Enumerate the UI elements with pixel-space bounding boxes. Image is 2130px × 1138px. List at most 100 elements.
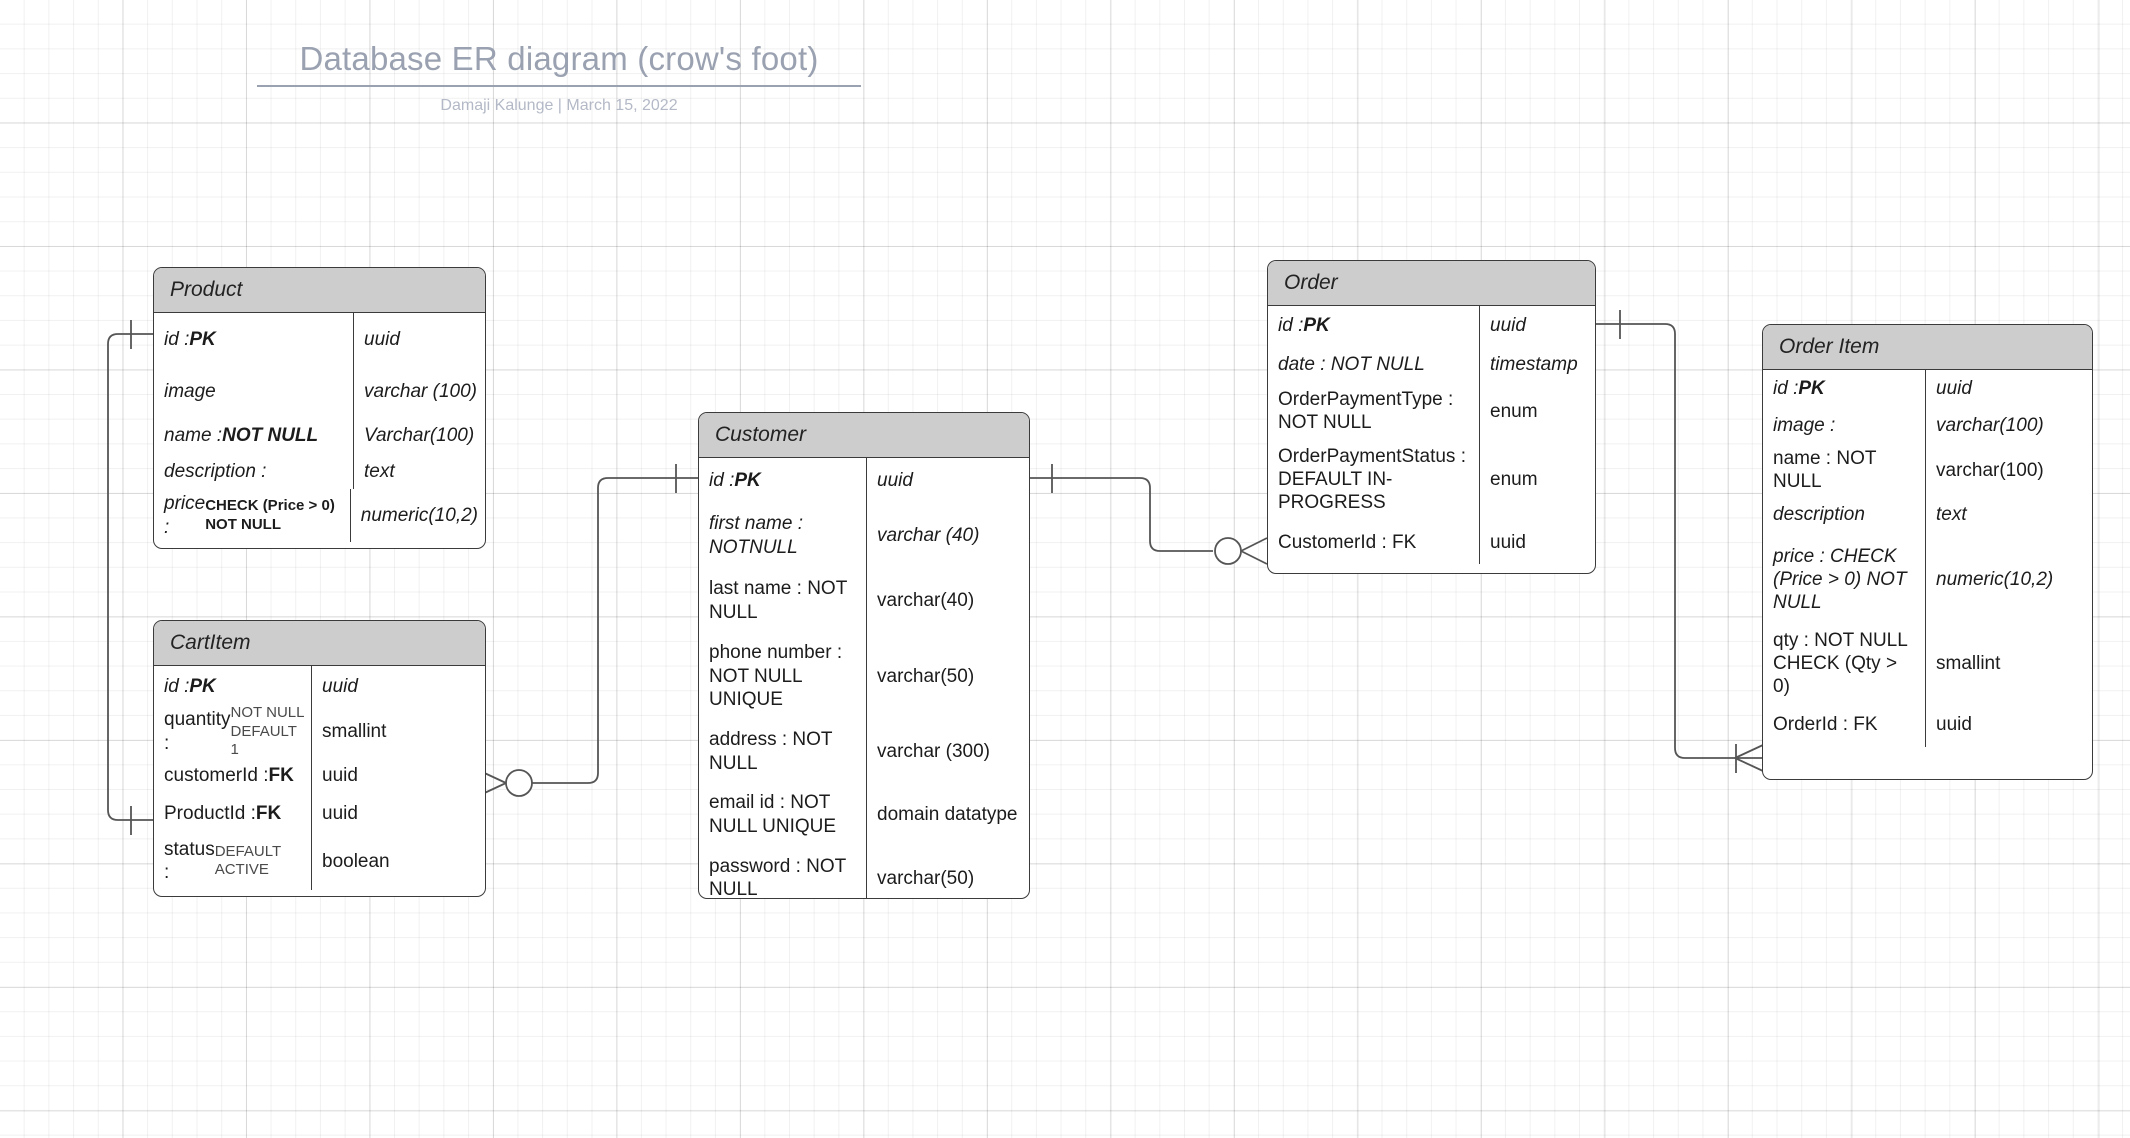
attr-label: qty : NOT NULL CHECK (Qty > 0)	[1763, 626, 1926, 702]
attr-constraint: PK	[189, 676, 216, 698]
attr-constraint: PK	[1303, 315, 1330, 337]
attr-label: email id : NOT NULL UNIQUE	[699, 783, 867, 847]
attr-label: name :	[164, 424, 223, 446]
attr-label: last name : NOT NULL	[699, 569, 867, 633]
entity-order[interactable]: Order id : PK uuid date : NOT NULL times…	[1267, 260, 1596, 574]
attr-type: text	[364, 460, 395, 482]
attr-row[interactable]: image : varchar(100)	[1763, 407, 2092, 445]
attr-constraint: NOT NULL DEFAULT 1	[230, 704, 304, 758]
attr-row[interactable]: address : NOT NULL varchar (300)	[699, 720, 1029, 784]
page-title: Database ER diagram (crow's foot)	[299, 40, 819, 77]
attr-row[interactable]: OrderPaymentStatus : DEFAULT IN-PROGRESS…	[1268, 439, 1595, 521]
attr-row[interactable]: price : CHECK (Price > 0) NOT NULL numer…	[154, 489, 485, 543]
attr-type: enum	[1490, 469, 1538, 491]
attr-type: enum	[1490, 400, 1538, 422]
entity-product-title: Product	[154, 268, 485, 314]
attr-type: uuid	[322, 676, 358, 698]
attr-row[interactable]: status : DEFAULT ACTIVE boolean	[154, 832, 485, 891]
attr-constraint: PK	[189, 328, 216, 350]
entity-product[interactable]: Product id : PK uuid image varchar (100)…	[153, 267, 486, 549]
attr-label: first name : NOTNULL	[699, 502, 867, 570]
attr-type: timestamp	[1490, 353, 1578, 375]
attr-row[interactable]: price : CHECK (Price > 0) NOT NULL numer…	[1763, 533, 2092, 627]
attr-type: uuid	[364, 328, 400, 350]
attr-constraint: FK	[268, 764, 294, 786]
entity-cartitem-attributes: id : PK uuid quantity : NOT NULL DEFAULT…	[154, 666, 485, 891]
attr-label: id :	[1773, 378, 1799, 400]
attr-constraint: NOT NULL	[222, 424, 319, 446]
attr-constraint: CHECK (Price > 0) NOT NULL	[205, 497, 335, 533]
attr-type: uuid	[877, 469, 913, 491]
attr-row[interactable]: last name : NOT NULL varchar(40)	[699, 569, 1029, 633]
attr-row[interactable]: OrderPaymentType : NOT NULL enum	[1268, 383, 1595, 440]
attr-row[interactable]: customerId : FK uuid	[154, 756, 485, 795]
attr-type: numeric(10,2)	[360, 505, 478, 527]
attr-row[interactable]: image varchar (100)	[154, 365, 485, 418]
attr-constraint: PK	[734, 469, 761, 491]
attr-label: price : CHECK (Price > 0) NOT NULL	[1773, 545, 1907, 614]
entity-orderitem-attributes: id : PK uuid image : varchar(100) name :…	[1763, 370, 2092, 748]
attr-label: name : NOT NULL	[1763, 444, 1926, 497]
attr-row[interactable]: id : PK uuid	[699, 458, 1029, 503]
attr-type: smallint	[1936, 653, 2001, 675]
entity-customer[interactable]: Customer id : PK uuid first name : NOTNU…	[698, 412, 1030, 899]
attr-type: uuid	[322, 802, 358, 824]
attr-type: uuid	[1936, 378, 1972, 400]
attr-label: id :	[1278, 315, 1304, 337]
attr-row[interactable]: description : text	[154, 453, 485, 490]
attr-constraint: DEFAULT ACTIVE	[214, 842, 281, 879]
attr-row[interactable]: quantity : NOT NULL DEFAULT 1 smallint	[154, 704, 485, 758]
attr-type: smallint	[322, 721, 387, 743]
attr-type: uuid	[1490, 531, 1526, 553]
attr-label: phone number : NOT NULL UNIQUE	[699, 632, 867, 721]
entity-orderitem[interactable]: Order Item id : PK uuid image : varchar(…	[1762, 324, 2093, 780]
attr-type: numeric(10,2)	[1936, 569, 2054, 591]
entity-cartitem-title: CartItem	[154, 621, 485, 667]
attr-label: quantity :	[164, 709, 231, 754]
attr-label: image :	[1763, 407, 1926, 445]
attr-row[interactable]: first name : NOTNULL varchar (40)	[699, 502, 1029, 570]
attr-row[interactable]: name : NOT NULL varchar(100)	[1763, 444, 2092, 497]
attr-label: image	[164, 380, 216, 402]
attr-row[interactable]: id : PK uuid	[154, 313, 485, 366]
attr-row[interactable]: qty : NOT NULL CHECK (Qty > 0) smallint	[1763, 626, 2092, 702]
attr-label: id :	[164, 676, 190, 698]
attr-row[interactable]: OrderId : FK uuid	[1763, 701, 2092, 748]
attr-row[interactable]: ProductId : FK uuid	[154, 794, 485, 833]
attr-type: domain datatype	[877, 804, 1018, 826]
attr-row[interactable]: id : PK uuid	[154, 666, 485, 708]
attr-label: customerId :	[164, 764, 269, 786]
title-block: Database ER diagram (crow's foot) Damaji…	[257, 38, 861, 115]
attr-row[interactable]: name : NOT NULL Varchar(100)	[154, 417, 485, 454]
attr-type: Varchar(100)	[364, 424, 475, 446]
attr-type: varchar (40)	[877, 525, 980, 547]
attr-label: OrderPaymentStatus : DEFAULT IN-PROGRESS	[1268, 439, 1480, 521]
entity-product-attributes: id : PK uuid image varchar (100) name : …	[154, 313, 485, 543]
attr-row[interactable]: id : PK uuid	[1763, 370, 2092, 408]
attr-label: id :	[709, 469, 735, 491]
attr-row[interactable]: id : PK uuid	[1268, 306, 1595, 346]
attr-type: uuid	[322, 764, 358, 786]
attr-type: varchar(40)	[877, 590, 975, 612]
attr-type: varchar(50)	[877, 665, 975, 687]
entity-orderitem-title: Order Item	[1763, 325, 2092, 371]
attr-row[interactable]: password : NOT NULL varchar(50)	[699, 846, 1029, 898]
attr-row[interactable]: date : NOT NULL timestamp	[1268, 345, 1595, 384]
attr-type: boolean	[322, 850, 390, 872]
attr-label: description :	[164, 460, 267, 482]
entity-customer-attributes: id : PK uuid first name : NOTNULL varcha…	[699, 458, 1029, 898]
attr-row[interactable]: email id : NOT NULL UNIQUE domain dataty…	[699, 783, 1029, 847]
attr-label: address : NOT NULL	[699, 720, 867, 784]
attr-label: OrderPaymentType : NOT NULL	[1268, 383, 1480, 440]
entity-cartitem[interactable]: CartItem id : PK uuid quantity : NOT NUL…	[153, 620, 486, 897]
attr-label: ProductId :	[164, 802, 256, 824]
attr-label: id :	[164, 328, 190, 350]
attr-label: description	[1763, 496, 1926, 534]
attr-row[interactable]: CustomerId : FK uuid	[1268, 520, 1595, 565]
attr-row[interactable]: description text	[1763, 496, 2092, 534]
attr-constraint: FK	[255, 802, 282, 824]
entity-order-attributes: id : PK uuid date : NOT NULL timestamp O…	[1268, 306, 1595, 565]
attr-row[interactable]: phone number : NOT NULL UNIQUE varchar(5…	[699, 632, 1029, 721]
attr-label: password : NOT NULL	[699, 846, 867, 898]
attr-type: varchar(100)	[1936, 459, 2044, 481]
